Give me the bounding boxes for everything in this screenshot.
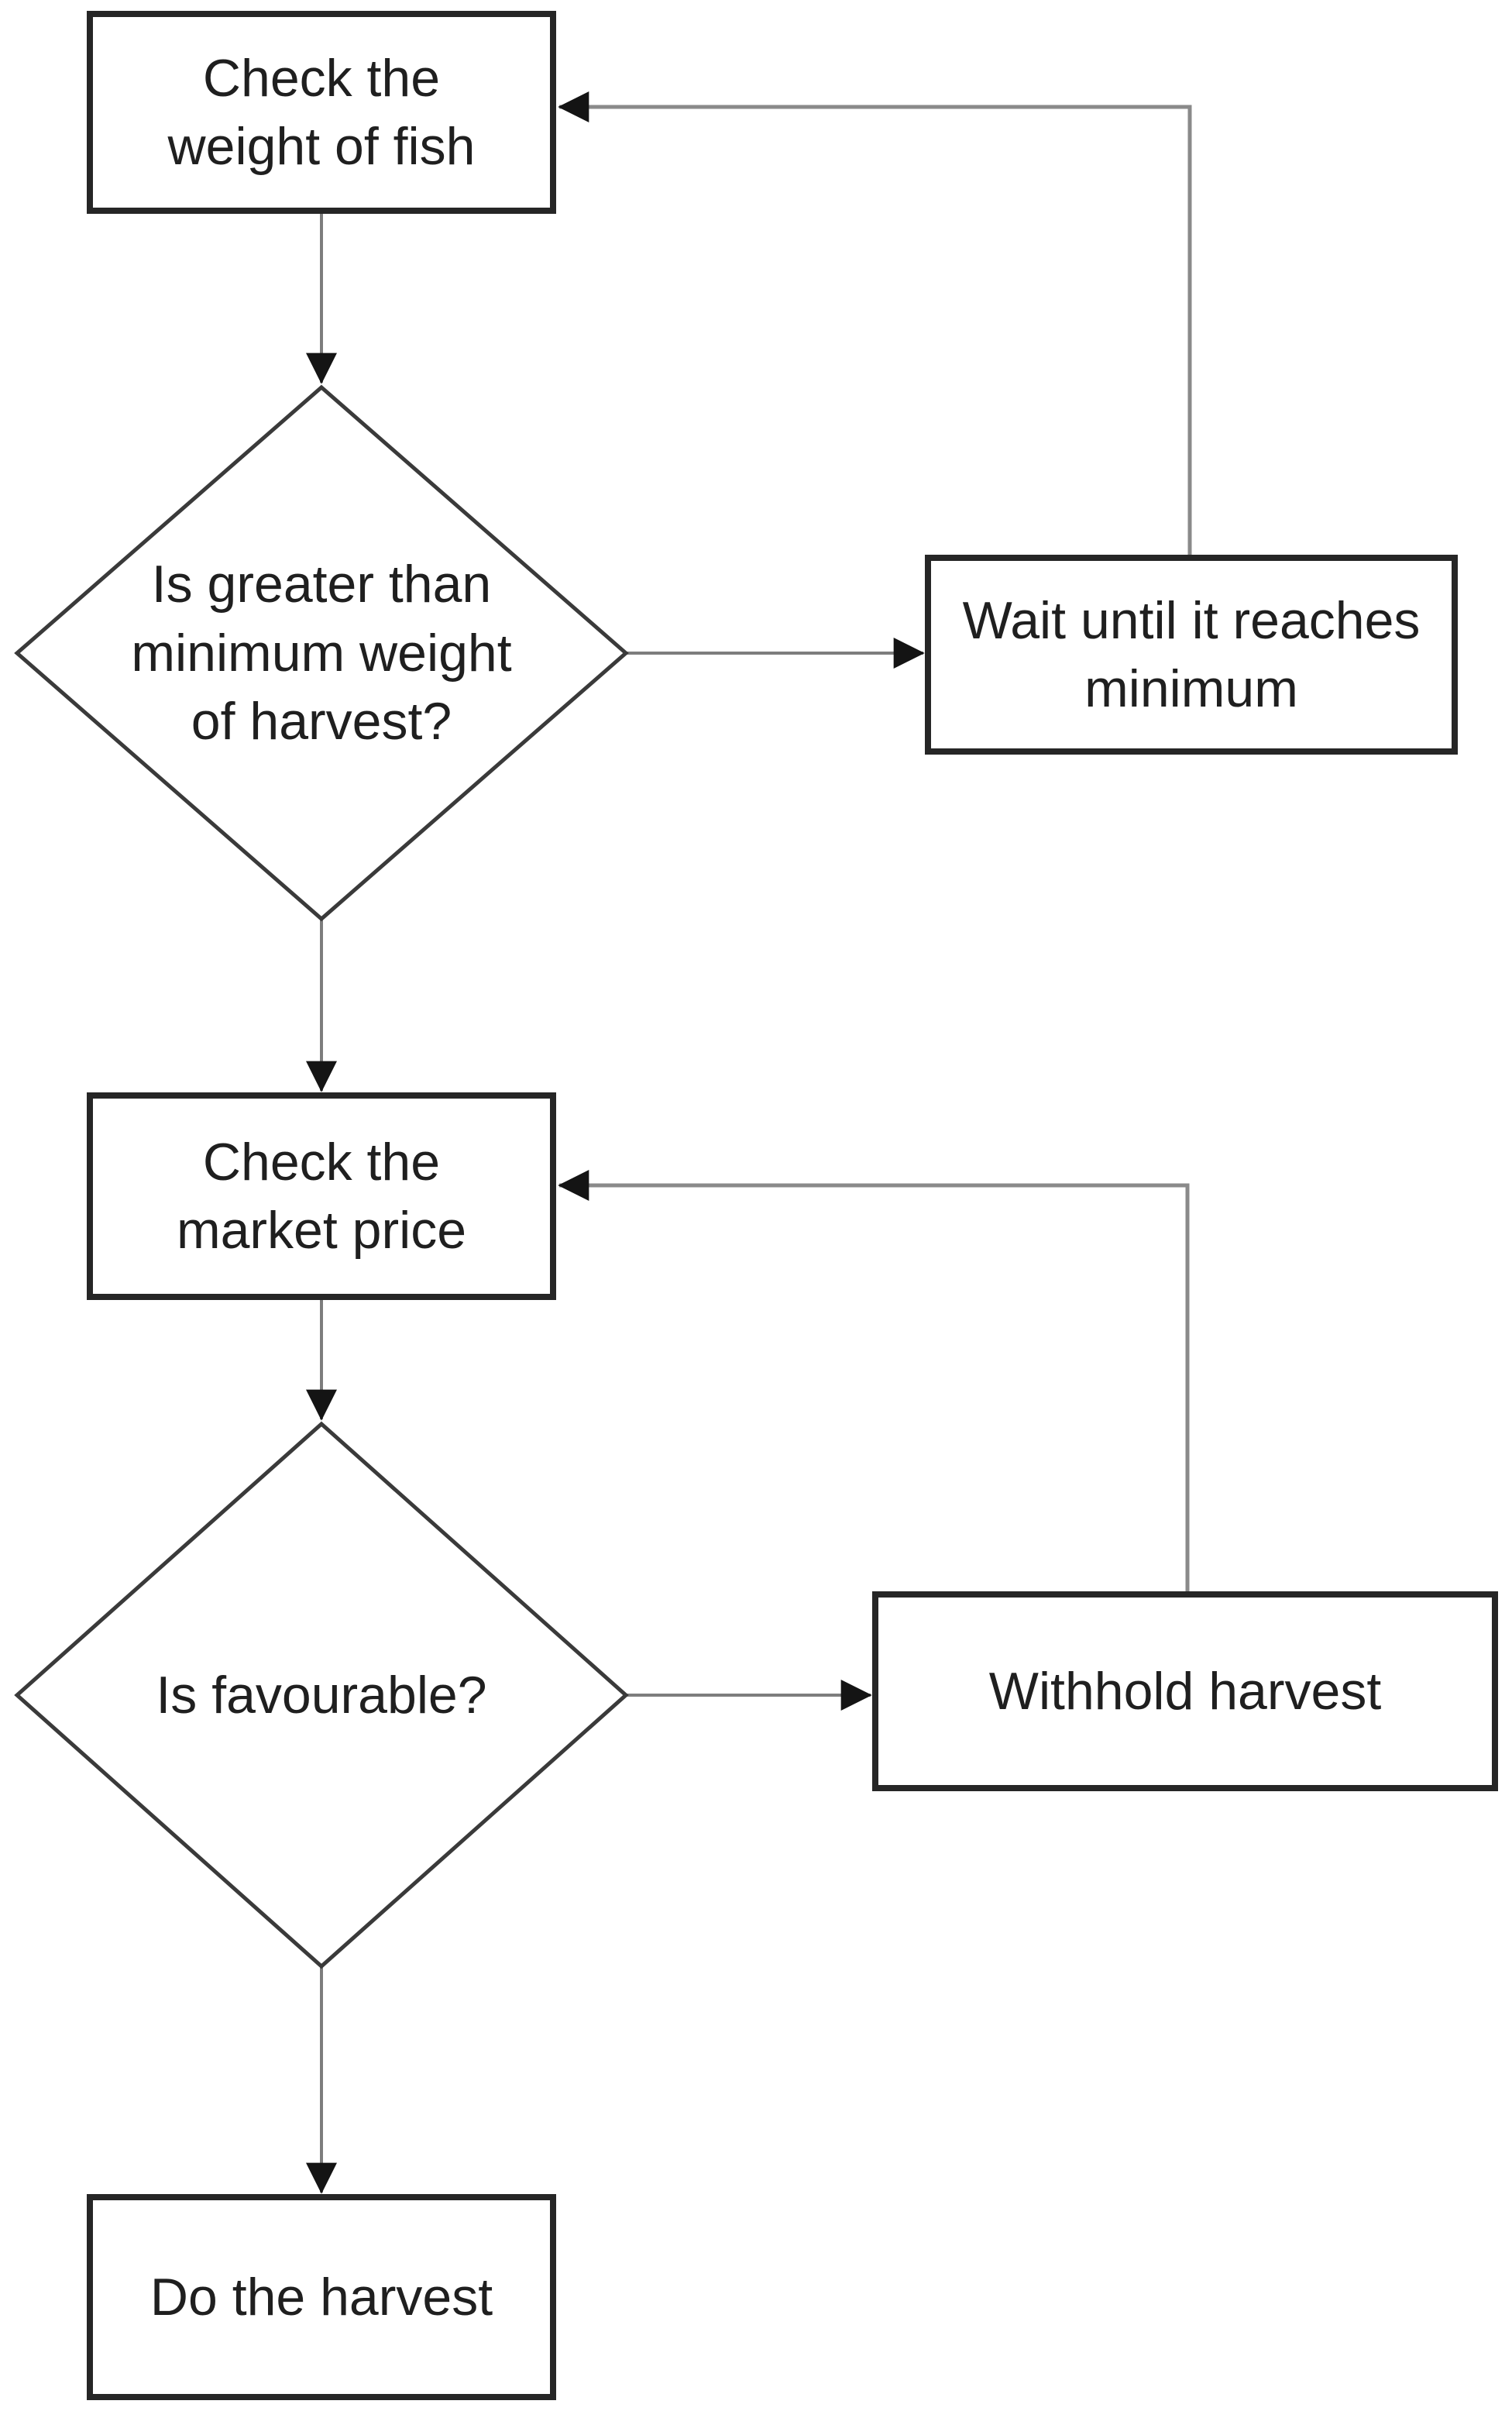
check-weight-box — [87, 11, 556, 214]
edge-wait-minimum-to-check-weight — [558, 91, 1192, 558]
check-price-box — [87, 1092, 556, 1300]
edge-withhold-harvest-to-check-price — [558, 1170, 1190, 1594]
wait-minimum-box — [925, 555, 1458, 755]
withhold-harvest-box — [872, 1591, 1498, 1791]
weight-decision-diamond — [14, 384, 629, 922]
favourable-decision-diamond — [14, 1421, 629, 1969]
do-harvest-box — [87, 2194, 556, 2400]
